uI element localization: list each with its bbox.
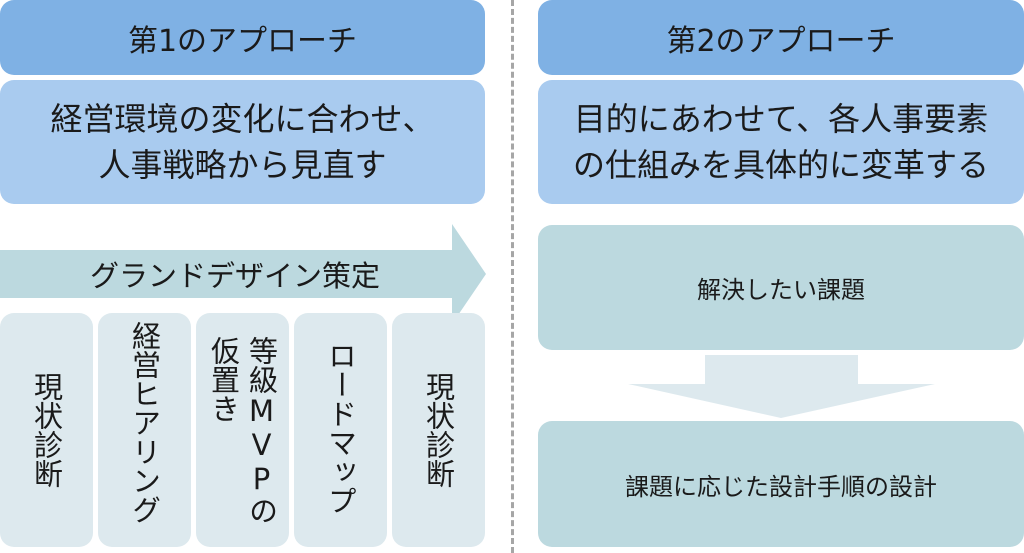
section-divider (511, 0, 514, 553)
arrow-label: グランドデザイン策定 (89, 259, 380, 293)
approach1-description-box: 経営環境の変化に合わせ、 人事戦略から見直す (0, 80, 485, 204)
problem-box: 解決したい課題 (538, 225, 1024, 350)
step-card: 等級MVPの 仮置き (196, 313, 289, 547)
problem-label: 解決したい課題 (697, 276, 865, 304)
approach2-title: 第2のアプローチ (666, 23, 896, 59)
approach1-header: 第1のアプローチ (0, 0, 485, 75)
approach2-description: 目的にあわせて、各人事要素 の仕組みを具体的に変革する (572, 100, 989, 184)
down-arrow-icon (628, 355, 935, 418)
design-label: 課題に応じた設計手順の設計 (625, 472, 937, 501)
grand-design-arrow (0, 224, 486, 324)
step-card: 経営ヒアリング (98, 313, 191, 547)
step-card: ロードマップ (294, 313, 387, 547)
approach2-description-box: 目的にあわせて、各人事要素 の仕組みを具体的に変革する (538, 80, 1024, 204)
step-label: 等級MVPの 仮置き (206, 335, 279, 525)
design-box: 課題に応じた設計手順の設計 (538, 421, 1024, 547)
step-card: 現状診断 (0, 313, 93, 547)
step-label: 現状診断 (421, 372, 456, 488)
step-card: 現状診断 (392, 313, 485, 547)
approach1-description: 経営環境の変化に合わせ、 人事戦略から見直す (50, 100, 435, 184)
step-label: ロードマップ (323, 341, 358, 515)
arrow-shape (0, 224, 486, 324)
step-label: 経営ヒアリング (127, 321, 162, 524)
step-label: 現状診断 (29, 372, 64, 488)
approach1-title: 第1のアプローチ (127, 23, 358, 59)
approach2-header: 第2のアプローチ (538, 0, 1024, 75)
